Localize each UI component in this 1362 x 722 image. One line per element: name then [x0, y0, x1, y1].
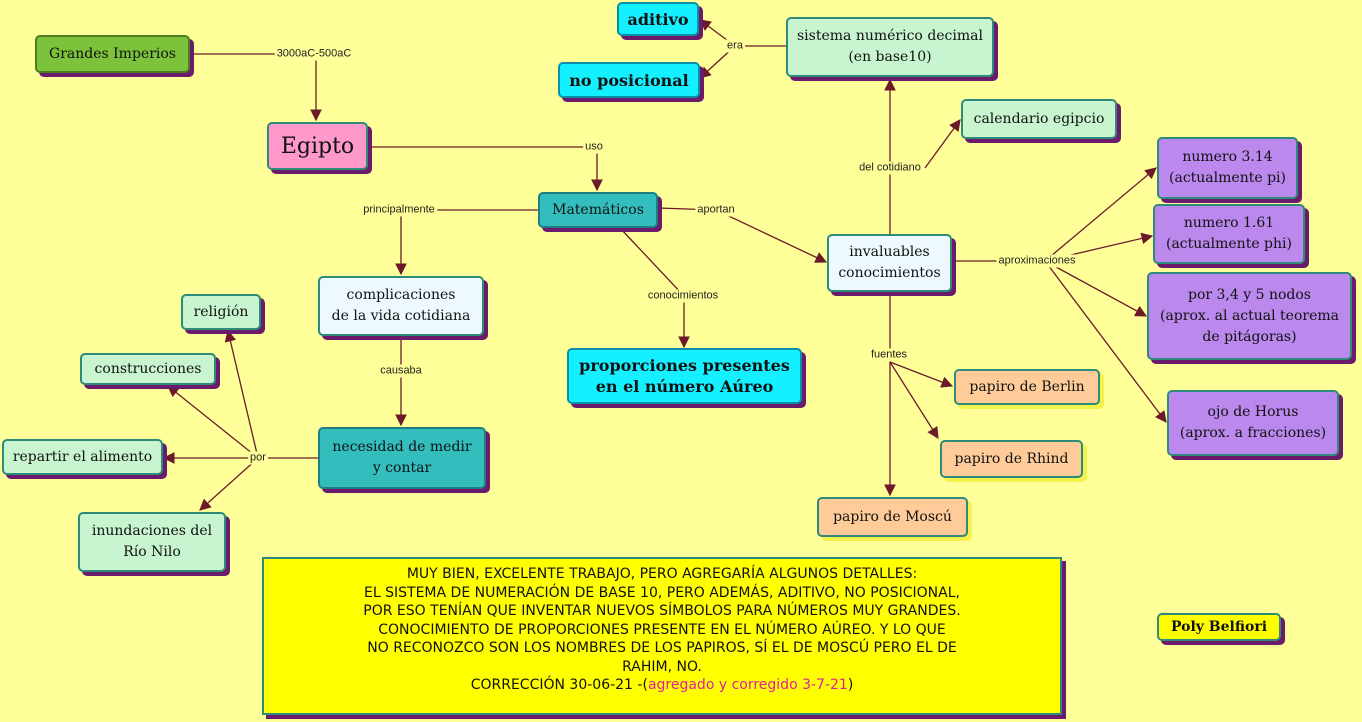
node-grandes-imperios[interactable]: Grandes Imperios — [35, 35, 190, 73]
note-line-3: POR ESO TENÍAN QUE INVENTAR NUEVOS SÍMBO… — [363, 603, 961, 619]
note-correction-prefix: CORRECCIÓN 30-06-21 -( — [470, 677, 648, 693]
link-label-conocimientos: conocimientos — [645, 289, 721, 303]
edge-aprox-nodos — [1044, 260, 1148, 317]
node-complicaciones[interactable]: complicaciones de la vida cotidiana — [318, 276, 484, 336]
node-aditivo[interactable]: aditivo — [617, 2, 699, 36]
note-correction-highlight: agregado y corregido 3-7-21 — [647, 677, 848, 693]
edge-fuentes-rhind — [889, 361, 939, 439]
edge-matematicos-invaluables — [657, 207, 828, 263]
edge-por-construcciones — [167, 385, 259, 459]
link-label-uso: uso — [583, 140, 605, 154]
node-egipto[interactable]: Egipto — [267, 122, 368, 170]
node-sistema[interactable]: sistema numérico decimal (en base10) — [786, 17, 994, 77]
node-religion[interactable]: religión — [181, 294, 261, 330]
link-label-del-cotidiano: del cotidiano — [857, 161, 923, 175]
link-label-fuentes: fuentes — [868, 348, 910, 362]
edge-aprox-ojo — [1044, 260, 1167, 423]
note-line-2: EL SISTEMA DE NUMERACIÓN DE BASE 10, PER… — [364, 584, 960, 601]
node-necesidad[interactable]: necesidad de medir y contar — [318, 427, 486, 489]
node-invaluables[interactable]: invaluables conocimientos — [827, 234, 952, 292]
edge-imperios-egipto — [190, 53, 322, 122]
edge-fuentes-berlin — [889, 361, 954, 388]
edge-por-religion — [224, 329, 259, 459]
node-repartir[interactable]: repartir el alimento — [2, 439, 163, 475]
edge-egipto-matematicos — [368, 146, 603, 192]
node-numero-314[interactable]: numero 3.14 (actualmente pi) — [1157, 137, 1298, 199]
node-calendario[interactable]: calendario egipcio — [961, 99, 1117, 139]
edge-matematicos-proporciones — [619, 227, 690, 349]
node-nodos[interactable]: por 3,4 y 5 nodos (aprox. al actual teor… — [1147, 272, 1352, 360]
node-poly-belfiori[interactable]: Poly Belfiori — [1157, 613, 1281, 641]
correction-note: MUY BIEN, EXCELENTE TRABAJO, PERO AGREGA… — [262, 557, 1062, 715]
link-label-causaba: causaba — [378, 364, 424, 378]
link-label-por: por — [248, 451, 268, 465]
link-label-aproximaciones: aproximaciones — [996, 254, 1078, 268]
edge-matematicos-complicaciones — [395, 209, 538, 276]
node-inundaciones[interactable]: inundaciones del Río Nilo — [78, 512, 226, 572]
note-correction-suffix: ) — [847, 677, 854, 693]
edge-por-inundaciones — [199, 457, 259, 511]
link-label-periodo: 3000aC-500aC — [274, 47, 354, 61]
node-construcciones[interactable]: construcciones — [80, 353, 216, 385]
note-correction-line: CORRECCIÓN 30-06-21 -(agregado y corregi… — [272, 676, 1052, 695]
note-line-1: MUY BIEN, EXCELENTE TRABAJO, PERO AGREGA… — [406, 566, 918, 582]
link-label-principalmente: principalmente — [361, 203, 437, 217]
note-line-5: NO RECONOZCO SON LOS NOMBRES DE LOS PAPI… — [367, 640, 957, 656]
node-rhind[interactable]: papiro de Rhind — [940, 440, 1083, 478]
note-line-4: CONOCIMIENTO DE PROPORCIONES PRESENTE EN… — [378, 621, 946, 638]
edge-cotidiano-calendario — [924, 119, 961, 169]
node-moscu[interactable]: papiro de Moscú — [817, 497, 968, 537]
link-label-aportan: aportan — [695, 203, 737, 217]
edge-aprox-314 — [1044, 167, 1157, 262]
node-berlin[interactable]: papiro de Berlin — [954, 369, 1100, 405]
link-label-era: era — [725, 39, 745, 53]
node-numero-161[interactable]: numero 1.61 (actualmente phi) — [1153, 204, 1305, 264]
node-proporciones[interactable]: proporciones presentes en el número Aúre… — [567, 348, 802, 404]
node-no-posicional[interactable]: no posicional — [558, 62, 700, 98]
node-matematicos[interactable]: Matemáticos — [538, 192, 658, 228]
note-line-6: RAHIM, NO. — [622, 658, 702, 675]
node-ojo[interactable]: ojo de Horus (aprox. a fracciones) — [1167, 390, 1339, 456]
